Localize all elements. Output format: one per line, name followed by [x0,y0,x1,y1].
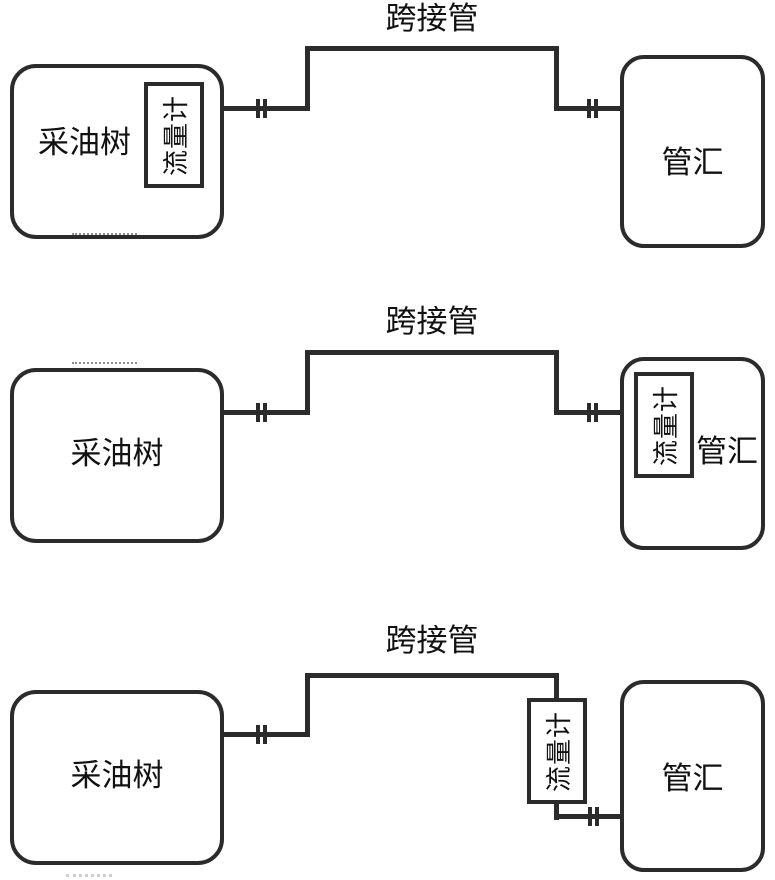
jumper-pipe-top-segment [305,350,559,355]
manifold-label: 管汇 [661,145,724,181]
jumper-pipe-top-segment [305,673,559,678]
jumper-pipe-right-riser [554,350,559,415]
pipe-connector-icon [256,99,267,118]
flowmeter-outlet-riser [554,802,559,820]
flowmeter-label: 流量计 [651,384,682,466]
scan-artifact [72,233,137,235]
jumper-pipe-right-riser [554,673,559,703]
flowmeter-label: 流量计 [544,710,575,792]
jumper-pipe-top-segment [305,46,559,51]
pipe-connector-icon [587,99,598,118]
jumper-pipe-left-riser [305,350,310,415]
pipe-connector-icon [256,725,267,744]
jumper-label: 跨接管 [385,304,479,340]
jumper-pipe-left-riser [305,46,310,111]
pipe-connector-icon [256,403,267,422]
jumper-pipe-right-riser [554,46,559,111]
pipe-connector-icon [588,807,599,826]
manifold-box [620,55,765,248]
christmas-tree-label: 采油树 [38,125,131,161]
scan-artifact [72,362,137,364]
manifold-box [620,680,765,872]
flowmeter-label: 流量计 [161,94,192,176]
christmas-tree-label: 采油树 [70,436,164,472]
scan-artifact [66,874,112,877]
pipe-connector-icon [587,403,598,422]
flowmeter-box: 流量计 [527,698,587,804]
manifold-label: 管汇 [661,761,724,797]
manifold-label: 管汇 [696,434,758,470]
flowmeter-box: 流量计 [634,372,694,478]
christmas-tree-label: 采油树 [70,758,164,794]
christmas-tree-box [10,690,224,865]
jumper-label: 跨接管 [385,623,479,659]
flowmeter-box: 流量计 [144,82,204,188]
jumper-label: 跨接管 [385,1,479,37]
christmas-tree-box [10,368,224,543]
jumper-pipe-left-riser [305,673,310,737]
